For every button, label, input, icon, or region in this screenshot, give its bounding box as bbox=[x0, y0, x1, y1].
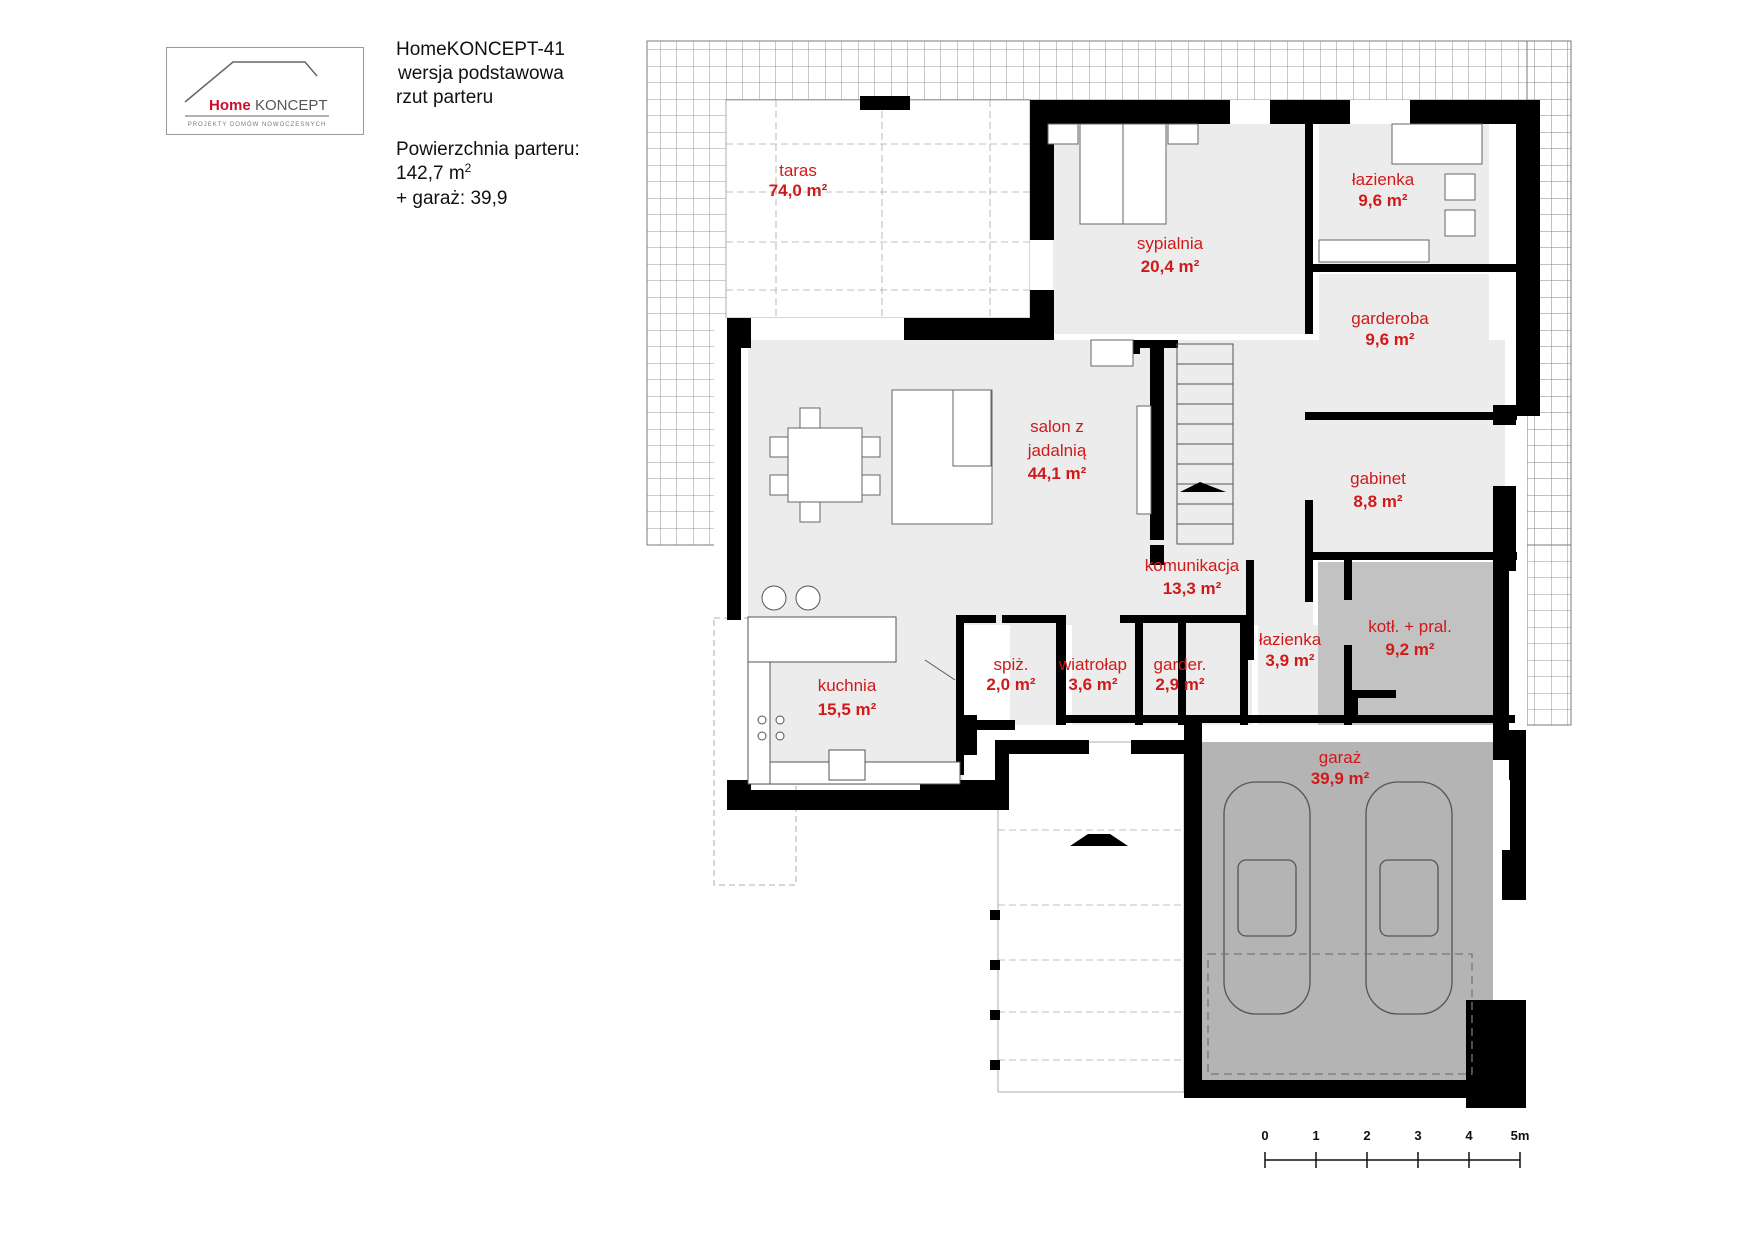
area-kuchnia: 15,5 m² bbox=[818, 700, 877, 719]
ground-floor-area-unit: 2 bbox=[464, 161, 472, 175]
logo-brand-koncept: KONCEPT bbox=[255, 97, 328, 114]
vanity-icon bbox=[1318, 239, 1430, 263]
area-summary: Powierzchnia parteru: 142,7 m2 + garaż: … bbox=[396, 138, 656, 211]
ground-floor-area-value: 142,7 m bbox=[396, 163, 465, 184]
project-name: HomeKONCEPT-41 bbox=[396, 39, 565, 60]
logo: Home KONCEPT PROJEKTY DOMÓW NOWOCZESNYCH bbox=[166, 47, 364, 135]
dining-table bbox=[787, 427, 863, 503]
bathtub-icon bbox=[1391, 123, 1483, 165]
area-label: Powierzchnia parteru: bbox=[396, 139, 580, 160]
label-kotlownia: kotł. + pral. bbox=[1368, 617, 1452, 636]
walls bbox=[727, 96, 1540, 1108]
living-furniture bbox=[769, 339, 1152, 525]
area-taras: 74,0 m² bbox=[769, 181, 828, 200]
scale-tick-4: 4 bbox=[1465, 1128, 1473, 1143]
car-icon bbox=[1223, 781, 1311, 1015]
label-garaz: garaż bbox=[1319, 748, 1362, 767]
area-komunikacja: 13,3 m² bbox=[1163, 579, 1222, 598]
area-lazienka: 9,6 m² bbox=[1358, 191, 1407, 210]
stairs bbox=[1176, 343, 1234, 545]
tv-unit bbox=[1136, 405, 1152, 515]
area-wiatrolap: 3,6 m² bbox=[1068, 675, 1117, 694]
label-taras: taras bbox=[779, 161, 817, 180]
label-garder: garder. bbox=[1154, 655, 1207, 674]
label-salon-1: salon z bbox=[1030, 417, 1084, 436]
area-gabinet: 8,8 m² bbox=[1353, 492, 1402, 511]
stove-burner-icon bbox=[775, 715, 785, 725]
area-lazienka-2: 3,9 m² bbox=[1265, 651, 1314, 670]
sink-icon bbox=[828, 749, 866, 781]
scale-tick-1: 1 bbox=[1312, 1128, 1319, 1143]
scale-tick-5: 5m bbox=[1511, 1128, 1530, 1143]
label-gabinet: gabinet bbox=[1350, 469, 1406, 488]
title-block: HomeKONCEPT-41 wersja podstawowa rzut pa… bbox=[396, 38, 656, 110]
kitchen-island bbox=[747, 616, 897, 663]
area-spiz: 2,0 m² bbox=[986, 675, 1035, 694]
bidet-icon bbox=[1444, 209, 1476, 237]
label-lazienka-2: łazienka bbox=[1259, 630, 1322, 649]
garage-area: + garaż: 39,9 bbox=[396, 188, 508, 209]
scale-tick-3: 3 bbox=[1414, 1128, 1421, 1143]
area-garder: 2,9 m² bbox=[1155, 675, 1204, 694]
logo-tagline: PROJEKTY DOMÓW NOWOCZESNYCH bbox=[188, 121, 327, 128]
variant-label: wersja podstawowa bbox=[398, 63, 564, 84]
area-sypialnia: 20,4 m² bbox=[1141, 257, 1200, 276]
dining-chair bbox=[769, 436, 789, 458]
ground-floor-area: 142,7 m2 bbox=[396, 161, 656, 187]
label-spiz: spiż. bbox=[994, 655, 1029, 674]
garage-cars bbox=[1207, 781, 1473, 1075]
area-kotlownia: 9,2 m² bbox=[1385, 640, 1434, 659]
scale-tick-0: 0 bbox=[1261, 1128, 1268, 1143]
logo-graphic: Home KONCEPT PROJEKTY DOMÓW NOWOCZESNYCH bbox=[184, 61, 329, 128]
nightstand bbox=[1047, 123, 1079, 145]
label-salon-2: jadalnią bbox=[1027, 441, 1087, 460]
area-salon: 44,1 m² bbox=[1028, 464, 1087, 483]
bar-stool-icon bbox=[761, 585, 787, 611]
label-wiatrolap: wiatrołap bbox=[1058, 655, 1127, 674]
label-garderoba: garderoba bbox=[1351, 309, 1429, 328]
label-lazienka: łazienka bbox=[1352, 170, 1415, 189]
fireplace-icon bbox=[1090, 339, 1134, 367]
bedroom-furniture bbox=[1047, 123, 1483, 263]
label-sypialnia: sypialnia bbox=[1137, 234, 1204, 253]
scale-tick-2: 2 bbox=[1363, 1128, 1370, 1143]
area-garaz: 39,9 m² bbox=[1311, 769, 1370, 788]
area-garderoba: 9,6 m² bbox=[1365, 330, 1414, 349]
logo-brand-home: Home bbox=[209, 97, 251, 114]
label-kuchnia: kuchnia bbox=[818, 676, 877, 695]
scale-bar: 0 1 2 3 4 5m bbox=[1261, 1128, 1529, 1168]
view-label: rzut parteru bbox=[396, 87, 494, 108]
garage-floor bbox=[1186, 742, 1493, 1080]
logo-roof-icon bbox=[184, 61, 318, 103]
kitchen-furniture bbox=[747, 585, 961, 785]
toilet-icon bbox=[1444, 173, 1476, 201]
label-komunikacja: komunikacja bbox=[1145, 556, 1240, 575]
coffee-table bbox=[952, 389, 992, 467]
room-labels: taras 74,0 m² sypialnia 20,4 m² łazienka… bbox=[769, 161, 1452, 788]
